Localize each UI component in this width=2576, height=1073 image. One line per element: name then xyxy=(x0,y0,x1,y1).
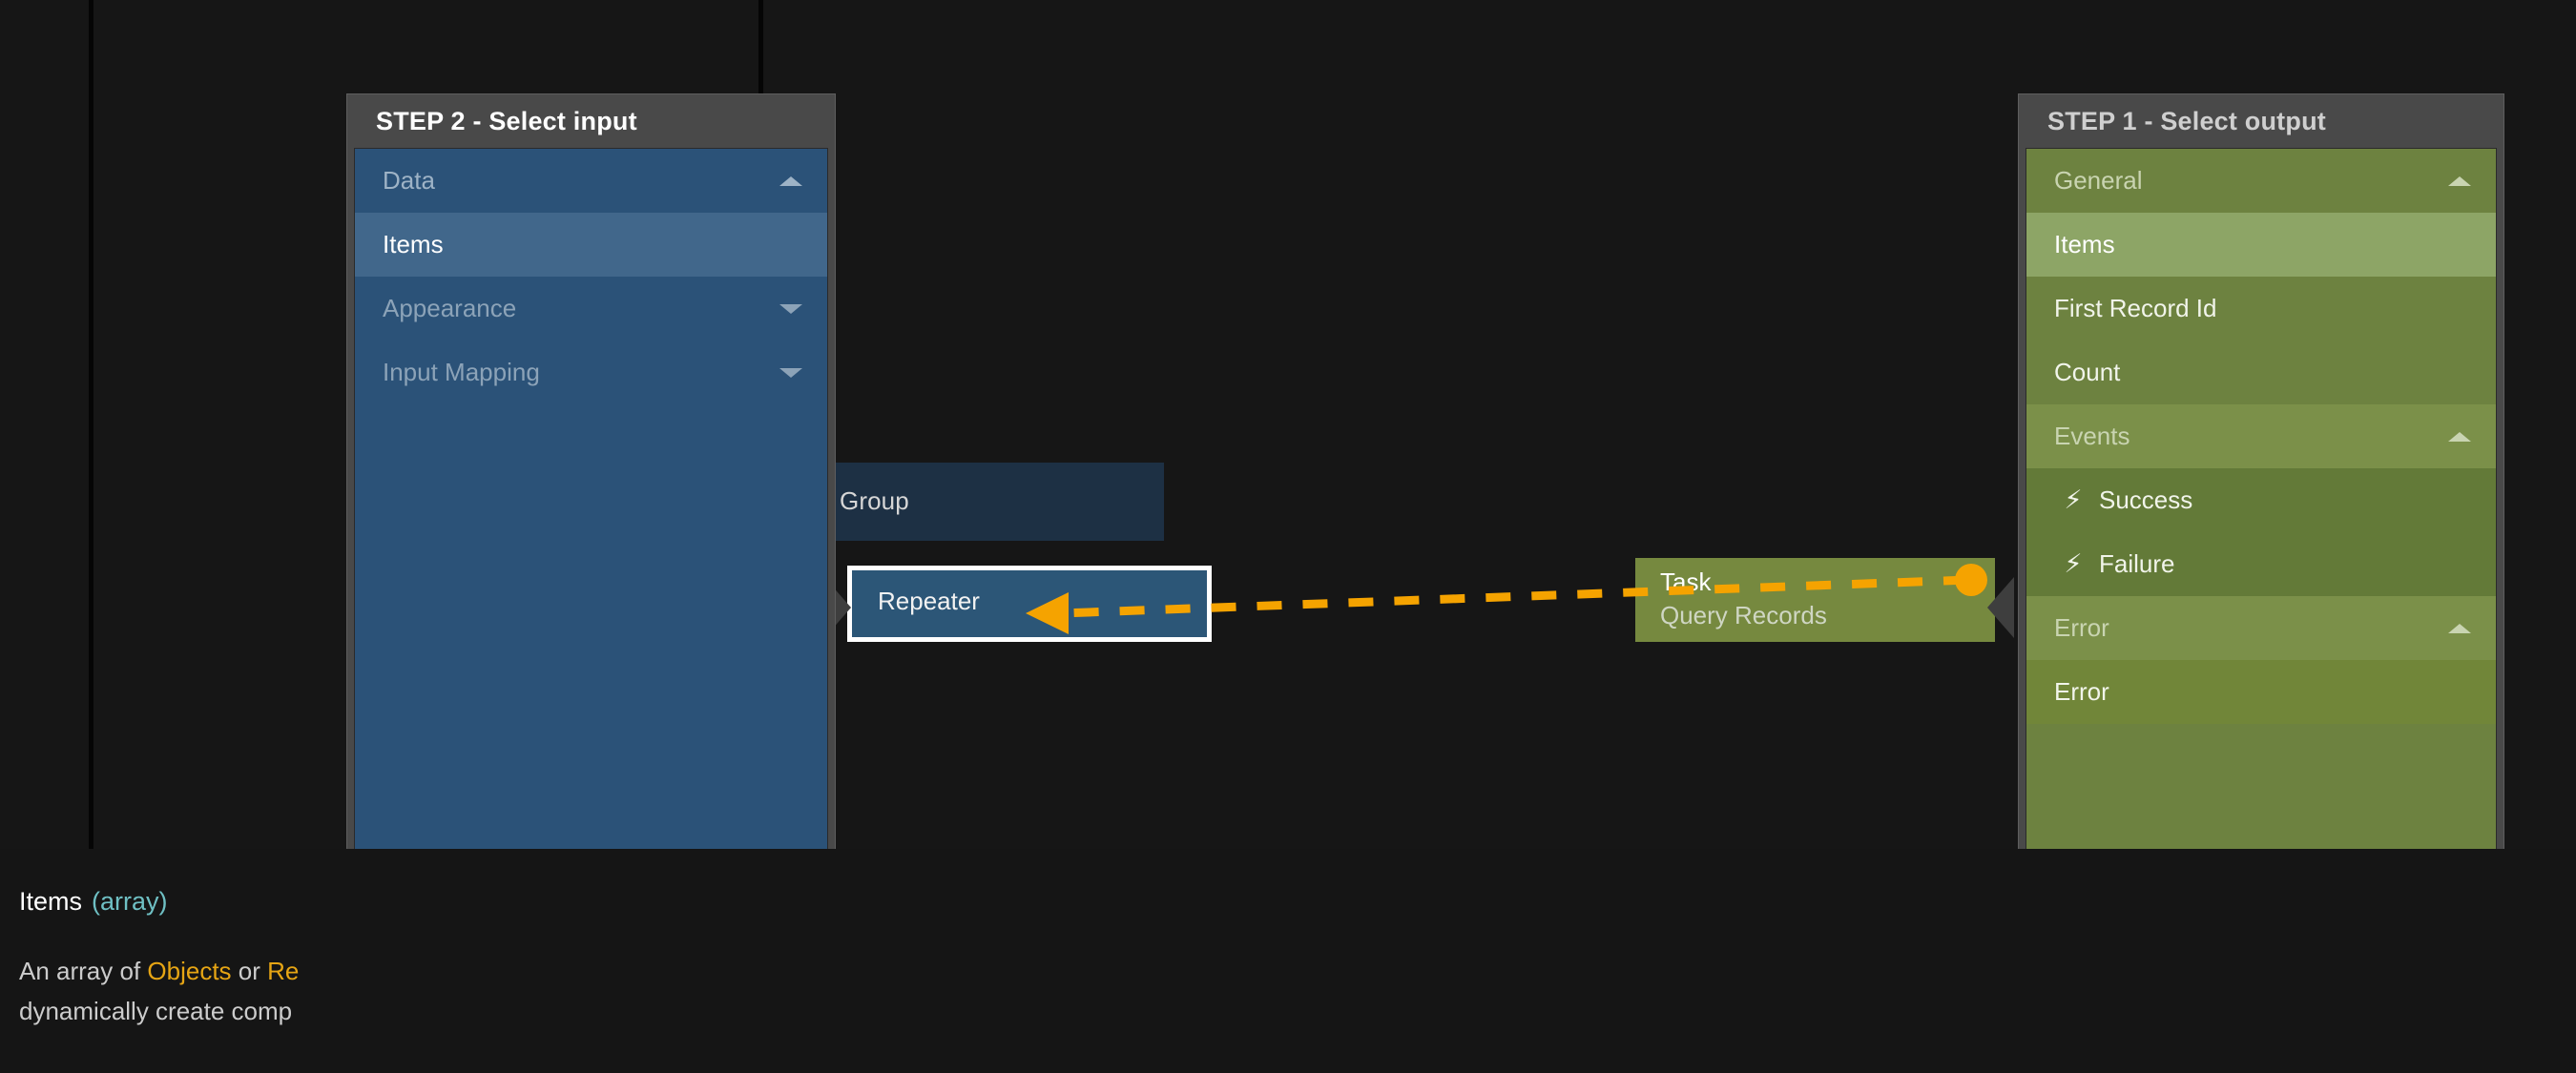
output-row-error-label: Error xyxy=(2054,677,2109,707)
output-row-items-label: Items xyxy=(2054,230,2115,259)
info-title: Items (array) xyxy=(19,887,168,917)
output-row-events[interactable]: Events xyxy=(2026,404,2496,468)
output-row-error-group[interactable]: Error xyxy=(2026,596,2496,660)
bolt-icon: ⚡ xyxy=(2063,551,2084,577)
input-row-input-mapping[interactable]: Input Mapping xyxy=(355,340,827,404)
output-row-success[interactable]: ⚡ Success xyxy=(2026,468,2496,532)
caret-up-icon[interactable] xyxy=(2448,176,2471,186)
caret-down-icon[interactable] xyxy=(779,304,802,314)
task-node-subtitle: Query Records xyxy=(1660,601,1827,630)
info-desc-keyword-objects: Objects xyxy=(147,957,231,985)
repeater-node[interactable]: Repeater xyxy=(847,566,1212,642)
info-property-name: Items xyxy=(19,887,82,916)
output-row-error[interactable]: Error xyxy=(2026,660,2496,724)
caret-down-icon[interactable] xyxy=(779,368,802,378)
info-property-type: (array) xyxy=(92,887,168,916)
info-desc-line-2: dynamically create comp xyxy=(19,997,292,1025)
task-node[interactable]: Task Query Records xyxy=(1635,558,1995,642)
input-row-items-label: Items xyxy=(383,230,444,259)
info-desc-part-2: or xyxy=(232,957,268,985)
input-row-input-mapping-label: Input Mapping xyxy=(383,358,540,387)
output-panel-collapse-handle[interactable] xyxy=(1987,577,2014,638)
output-row-general[interactable]: General xyxy=(2026,149,2496,213)
caret-up-icon[interactable] xyxy=(2448,624,2471,633)
output-row-count[interactable]: Count xyxy=(2026,340,2496,404)
property-info-bar: Items (array) An array of Objects or Re d… xyxy=(0,849,2576,1073)
group-node-title: Group xyxy=(840,486,909,516)
repeater-node-title: Repeater xyxy=(878,587,980,616)
input-row-data-label: Data xyxy=(383,166,435,196)
output-row-general-label: General xyxy=(2054,166,2143,196)
output-row-items[interactable]: Items xyxy=(2026,213,2496,277)
input-row-items[interactable]: Items xyxy=(355,213,827,277)
input-row-data[interactable]: Data xyxy=(355,149,827,213)
task-node-title: Task xyxy=(1660,567,1711,597)
input-row-appearance-label: Appearance xyxy=(383,294,516,323)
output-row-events-label: Events xyxy=(2054,422,2130,451)
canvas-divider-left xyxy=(89,0,93,849)
output-row-failure-label: Failure xyxy=(2099,549,2174,579)
output-row-error-group-label: Error xyxy=(2054,613,2109,643)
output-row-success-label: Success xyxy=(2099,485,2192,515)
caret-up-icon[interactable] xyxy=(2448,432,2471,442)
input-panel-title: STEP 2 - Select input xyxy=(347,94,835,148)
output-panel-title: STEP 1 - Select output xyxy=(2019,94,2503,148)
output-row-first-record-id-label: First Record Id xyxy=(2054,294,2217,323)
bolt-icon: ⚡ xyxy=(2063,487,2084,513)
info-description: An array of Objects or Re dynamically cr… xyxy=(19,951,744,1031)
info-desc-keyword-records: Re xyxy=(267,957,299,985)
caret-up-icon[interactable] xyxy=(779,176,802,186)
input-row-appearance[interactable]: Appearance xyxy=(355,277,827,340)
output-row-first-record-id[interactable]: First Record Id xyxy=(2026,277,2496,340)
info-desc-part-1: An array of xyxy=(19,957,147,985)
output-row-count-label: Count xyxy=(2054,358,2120,387)
output-row-failure[interactable]: ⚡ Failure xyxy=(2026,532,2496,596)
